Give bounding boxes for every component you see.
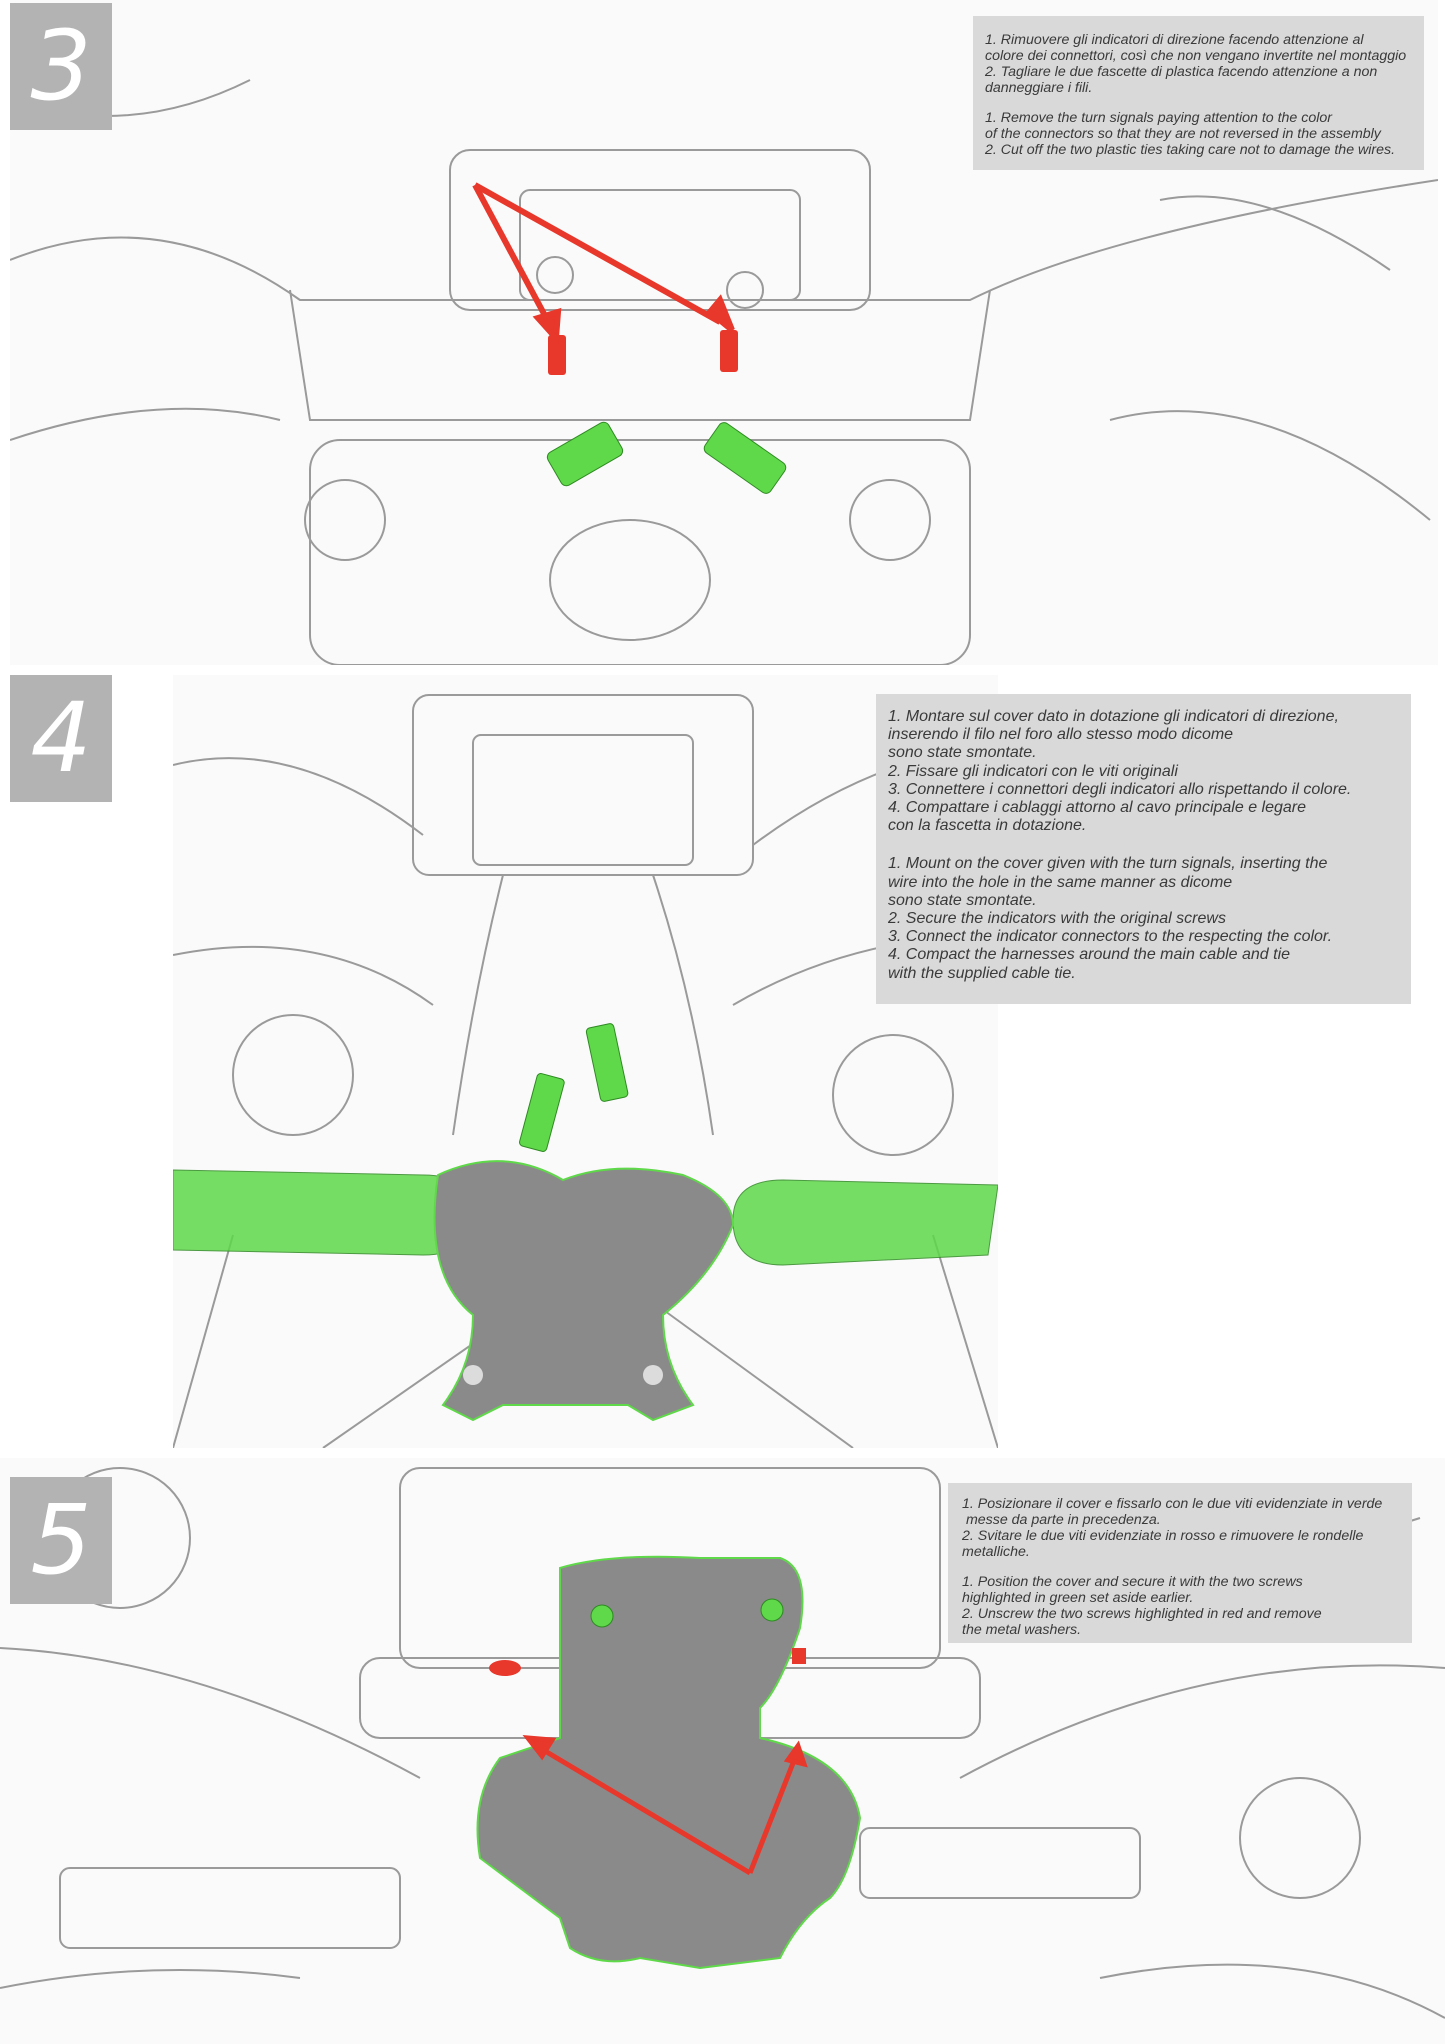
instruction-line: with the supplied cable tie. (888, 964, 1076, 982)
mounted-cover-sketch (0, 1467, 1445, 2019)
instruction-line: 2. Fissare gli indicatori con le viti or… (888, 762, 1178, 780)
green-connector (585, 1023, 629, 1102)
instruction-line: wire into the hole in the same manner as… (888, 873, 1233, 891)
red-screw (792, 1648, 806, 1664)
red-screw (489, 1660, 521, 1676)
green-screw (760, 1598, 784, 1622)
instruction-line: 3. Connect the indicator connectors to t… (888, 928, 1333, 946)
gray-cover (433, 1160, 735, 1422)
instruction-line: 2. Unscrew the two screws highlighted in… (962, 1606, 1322, 1622)
right-turn-signal (732, 1179, 998, 1266)
step-4-photo (173, 675, 998, 1448)
instruction-line: 2. Tagliare le due fascette di plastica … (985, 64, 1378, 80)
instruction-line: 2. Svitare le due viti evidenziate in ro… (962, 1528, 1364, 1544)
step-number-4: 4 (10, 675, 112, 802)
instruction-line: sono state smontate. (888, 744, 1037, 762)
instruction-line: 2. Secure the indicators with the origin… (888, 910, 1226, 928)
instruction-line: 1. Mount on the cover given with the tur… (888, 855, 1328, 873)
step-number-5: 5 (10, 1477, 112, 1604)
instruction-line: highlighted in green set aside earlier. (962, 1590, 1194, 1606)
instruction-line: 1. Rimuovere gli indicatori di direzione… (985, 32, 1364, 48)
green-screw (590, 1604, 614, 1628)
instruction-line: 1. Posizionare il cover e fissarlo con l… (962, 1496, 1383, 1512)
red-connectors (548, 330, 738, 375)
instruction-line: 1. Montare sul cover dato in dotazione g… (888, 708, 1339, 725)
instruction-line: 2. Cut off the two plastic ties taking c… (985, 142, 1396, 158)
instruction-line: 1. Position the cover and secure it with… (962, 1574, 1303, 1590)
step-3-instructions: 1. Rimuovere gli indicatori di direzione… (973, 16, 1424, 170)
left-turn-signal (173, 1169, 474, 1256)
green-connector (519, 1073, 565, 1152)
step-4-instructions: 1. Montare sul cover dato in dotazione g… (876, 694, 1411, 1004)
instruction-line: of the connectors so that they are not r… (985, 126, 1381, 142)
step-5-instructions: 1. Posizionare il cover e fissarlo con l… (948, 1483, 1412, 1643)
handlebar-sketch (10, 39, 1438, 665)
instruction-line: inserendo il filo nel foro allo stesso m… (888, 726, 1234, 744)
instruction-line: 4. Compattare i cablaggi attorno al cavo… (888, 799, 1307, 817)
gray-cover (476, 1555, 862, 1970)
instruction-line: the metal washers. (962, 1622, 1082, 1638)
instruction-line: 1. Remove the turn signals paying attent… (985, 110, 1333, 126)
instruction-line: con la fascetta in dotazione. (888, 817, 1087, 835)
instruction-line: 3. Connettere i connettori degli indicat… (888, 780, 1352, 798)
green-connectors (546, 421, 787, 494)
instruction-line: colore dei connettori, così che non veng… (985, 48, 1407, 64)
instruction-line: metalliche. (962, 1544, 1030, 1560)
red-arrows (522, 1735, 808, 1876)
instruction-line: messe da parte in precedenza. (962, 1512, 1161, 1528)
step-number-3: 3 (10, 3, 112, 130)
instruction-line: 4. Compact the harnesses around the main… (888, 946, 1291, 964)
red-arrows (472, 182, 735, 346)
instruction-line: danneggiare i fili. (985, 80, 1093, 96)
cover-assembly-sketch (173, 694, 998, 1448)
instruction-line: sono state smontate. (888, 891, 1037, 909)
